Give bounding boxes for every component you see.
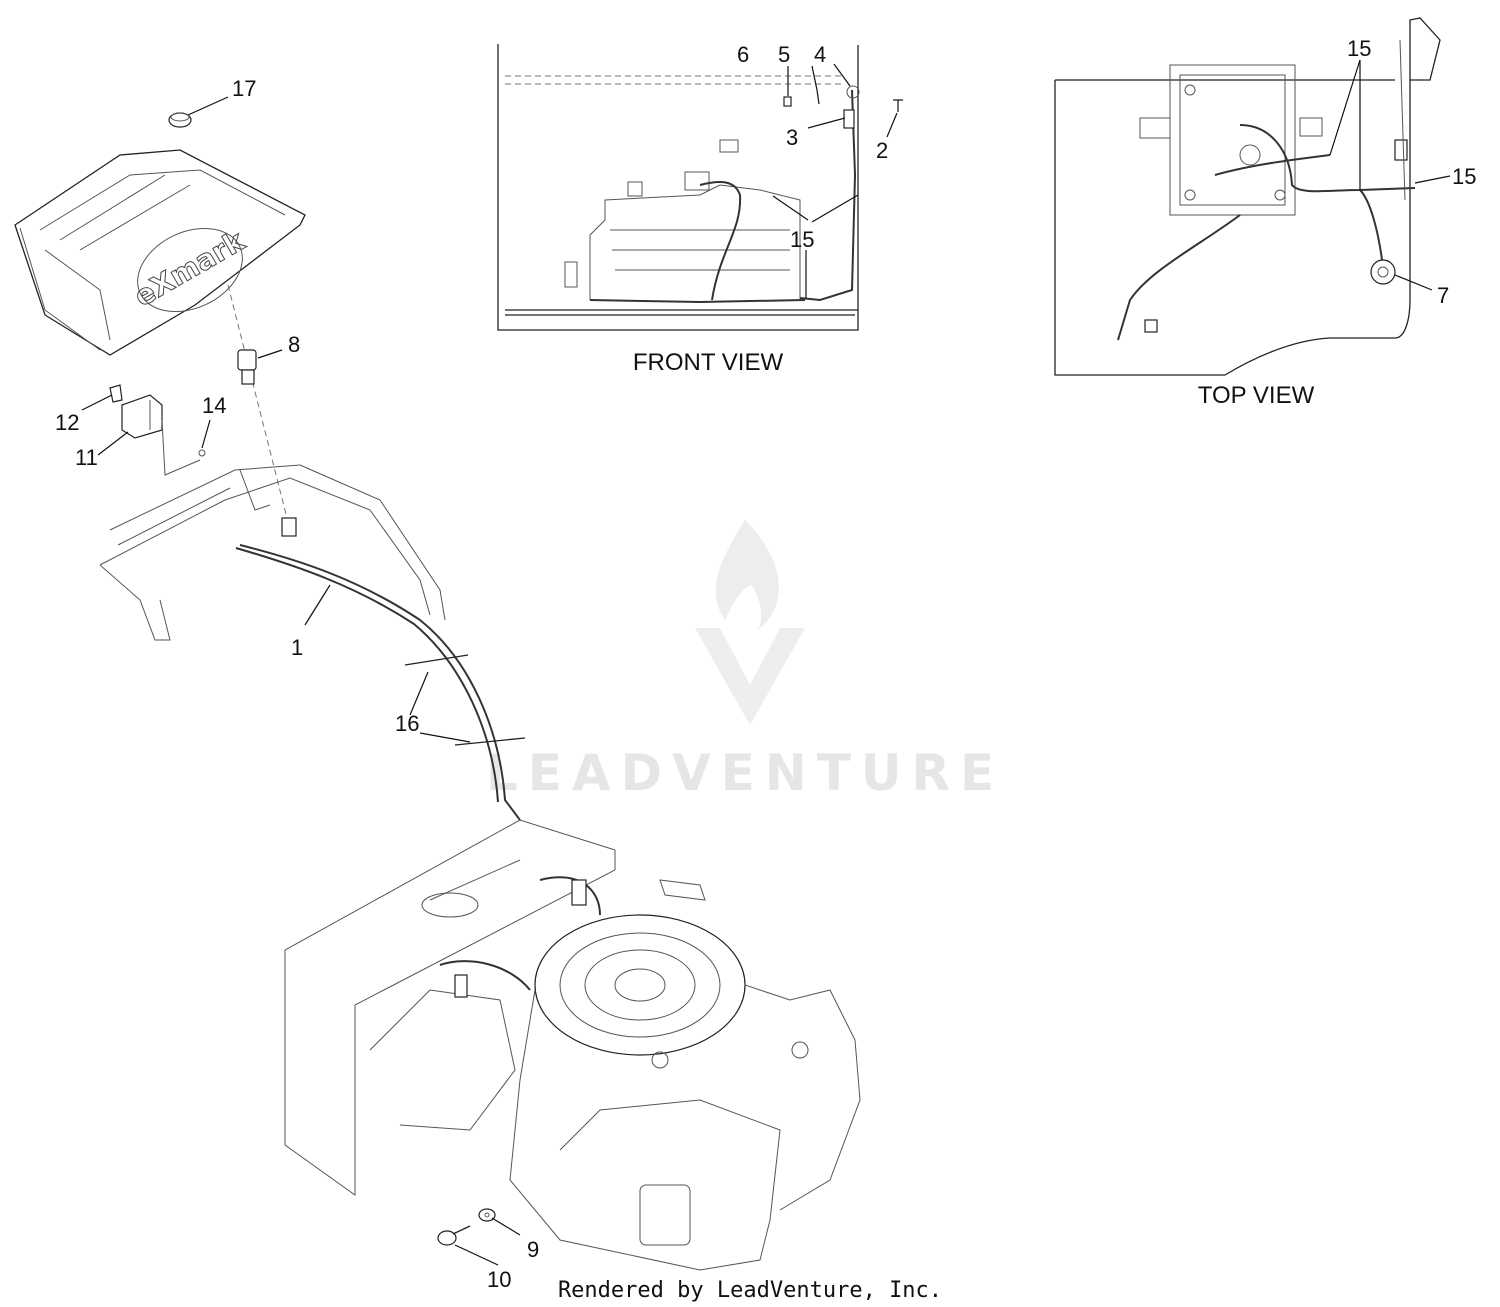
part-1-harness xyxy=(239,544,521,821)
leader-lines xyxy=(81,59,1451,1266)
callout-17: 17 xyxy=(232,76,256,101)
part-7-grommet xyxy=(1370,259,1396,285)
callout-9: 9 xyxy=(527,1237,539,1262)
part-2-screw xyxy=(893,99,903,112)
callout-2: 2 xyxy=(876,138,888,163)
top-view-label: TOP VIEW xyxy=(1198,382,1315,409)
part-5-pin xyxy=(816,89,820,105)
front-view-label: FRONT VIEW xyxy=(633,349,784,376)
top-view-drawing xyxy=(1054,17,1441,376)
callout-15-top-a: 15 xyxy=(1347,36,1371,61)
part-11-relay xyxy=(121,394,163,439)
control-frame xyxy=(99,464,446,641)
part-6-nut xyxy=(783,96,792,107)
callout-14: 14 xyxy=(202,393,226,418)
console-cover xyxy=(14,149,306,356)
callout-6: 6 xyxy=(737,42,749,67)
part-17-plug xyxy=(168,112,192,128)
callout-7: 7 xyxy=(1437,283,1449,308)
engine xyxy=(369,876,861,1271)
part-12-clip xyxy=(109,384,123,403)
part-14-strap xyxy=(161,419,201,476)
engine-mount-plate xyxy=(284,819,616,1196)
callout-16: 16 xyxy=(395,711,419,736)
brand-decal: eXmark xyxy=(129,223,252,313)
watermark-logo xyxy=(695,520,805,725)
part-8-switch xyxy=(237,349,257,385)
callout-15-top-b: 15 xyxy=(1452,164,1476,189)
part-10-bolt xyxy=(437,1225,471,1246)
callout-5: 5 xyxy=(778,42,790,67)
callout-15-front: 15 xyxy=(790,227,814,252)
callout-4: 4 xyxy=(814,42,826,67)
callout-12: 12 xyxy=(55,410,79,435)
part-1-harness-b xyxy=(235,547,499,803)
callout-8: 8 xyxy=(288,332,300,357)
part-14-screw xyxy=(198,449,206,457)
part-16-tie-upper xyxy=(404,654,469,666)
callout-10: 10 xyxy=(487,1267,511,1292)
watermark-text: LEADVENTURE xyxy=(486,744,1004,802)
part-16-tie-lower xyxy=(454,737,526,746)
assembly-axis-line xyxy=(227,284,291,531)
callout-11: 11 xyxy=(75,445,98,470)
part-9-washer xyxy=(478,1208,496,1222)
front-view-drawing xyxy=(497,44,860,331)
callout-1: 1 xyxy=(291,635,303,660)
render-credit: Rendered by LeadVenture, Inc. xyxy=(558,1278,942,1303)
callout-3: 3 xyxy=(786,125,798,150)
